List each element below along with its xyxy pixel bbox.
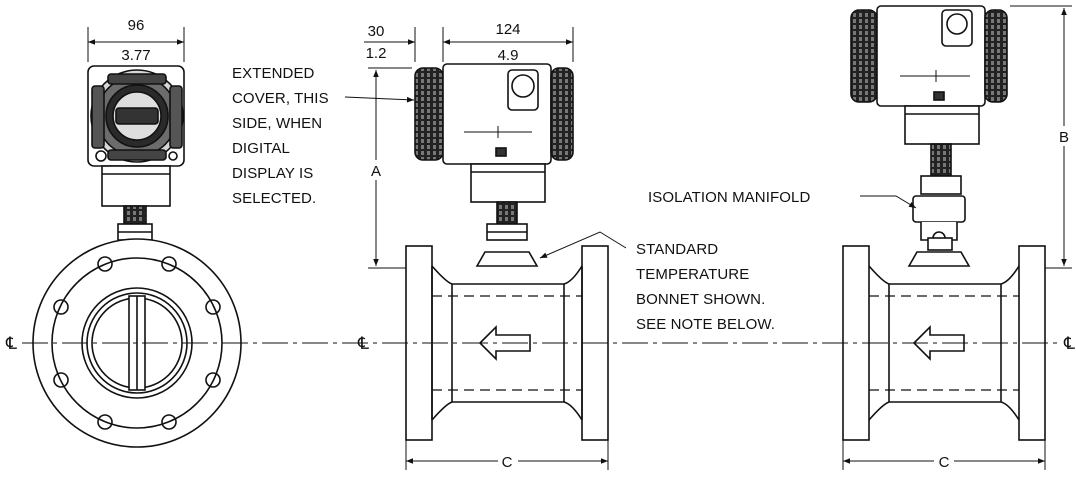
end-view xyxy=(32,27,242,448)
dim-height-a: A xyxy=(371,163,381,180)
dim-height-b: B xyxy=(1059,129,1069,146)
callout-extended-cover-line-3: SIDE, WHEN xyxy=(232,115,322,132)
end-view-stem xyxy=(123,205,147,225)
callout-standard-bonnet: STANDARD TEMPERATURE BONNET SHOWN. SEE N… xyxy=(636,241,775,333)
end-view-housing xyxy=(101,165,171,207)
centerline-symbol-middle: ℄ xyxy=(357,334,369,353)
side-view xyxy=(344,27,627,470)
dim-length-c-middle: C xyxy=(502,454,513,471)
side-view-extended-cover xyxy=(414,67,444,161)
side-view-rear-cover xyxy=(550,67,574,161)
dim-cover-offset-mm: 30 xyxy=(368,23,385,40)
dim-cover-offset-in: 1.2 xyxy=(366,45,387,62)
dim-housing-width-in: 4.9 xyxy=(498,47,519,64)
side-view-bonnet xyxy=(475,251,539,267)
callout-standard-bonnet-line-4: SEE NOTE BELOW. xyxy=(636,316,775,333)
callout-extended-cover-line-1: EXTENDED xyxy=(232,65,315,82)
callout-isolation-manifold: ISOLATION MANIFOLD xyxy=(648,189,810,206)
callout-standard-bonnet-line-2: TEMPERATURE xyxy=(636,266,749,283)
centerline-symbol-left: ℄ xyxy=(5,334,17,353)
end-view-transmitter-head xyxy=(87,65,185,167)
callout-standard-bonnet-line-1: STANDARD xyxy=(636,241,718,258)
callout-extended-cover-line-2: COVER, THIS xyxy=(232,90,329,107)
dim-front-width-in: 3.77 xyxy=(121,47,150,64)
callout-extended-cover: EXTENDED COVER, THIS SIDE, WHEN DIGITAL … xyxy=(232,65,329,207)
isolation-manifold xyxy=(912,195,966,251)
side-view-meter-body xyxy=(405,245,609,441)
callout-extended-cover-line-5: DISPLAY IS xyxy=(232,165,313,182)
manifold-view xyxy=(842,5,1072,470)
dim-length-c-right: C xyxy=(939,454,950,471)
callout-standard-bonnet-line-3: BONNET SHOWN. xyxy=(636,291,765,308)
callout-extended-cover-line-6: SELECTED. xyxy=(232,190,316,207)
callout-extended-cover-line-4: DIGITAL xyxy=(232,140,290,157)
centerline-symbol-right: ℄ xyxy=(1063,334,1075,353)
dim-housing-width-mm: 124 xyxy=(495,21,520,38)
dim-front-width-mm: 96 xyxy=(128,17,145,34)
